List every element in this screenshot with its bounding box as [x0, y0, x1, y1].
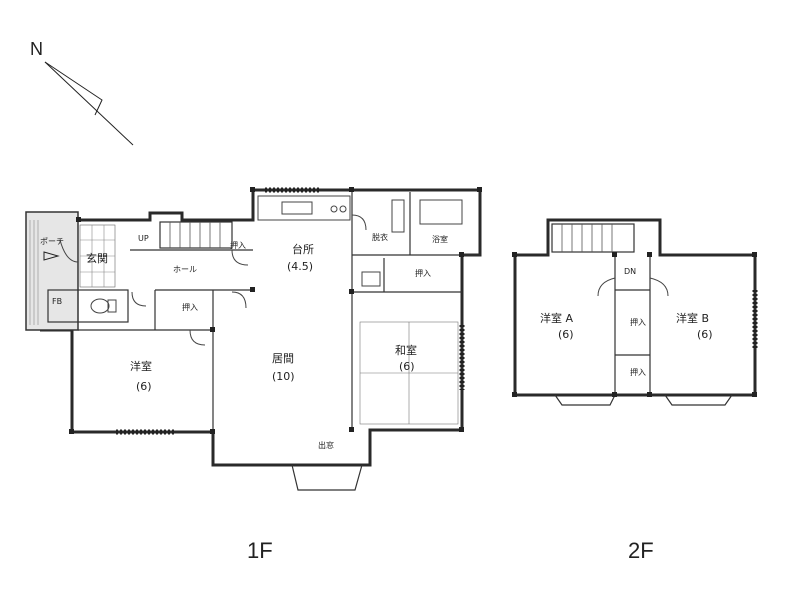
kitchen-sink-icon — [281, 201, 313, 215]
japanese-room-label: 和室 — [395, 343, 417, 357]
western-door-swing — [189, 329, 206, 346]
1f-columns — [69, 187, 482, 434]
2f-outer-wall — [513, 218, 757, 397]
bay-window-1f — [291, 464, 363, 491]
washing-machine-icon — [361, 271, 381, 287]
hall-label: ホール — [173, 265, 197, 274]
room-a-door-swing — [597, 277, 616, 297]
porch-label: ポーチ — [40, 237, 64, 246]
stove-burner-icon — [330, 205, 338, 213]
hall-door-swing — [231, 249, 249, 266]
toilet-fb-label: FB — [52, 297, 62, 306]
bay-window-label: 出窓 — [318, 440, 334, 450]
north-arrow-line — [44, 61, 134, 146]
bath-label: 浴室 — [432, 234, 448, 244]
stair-2f-treads — [561, 224, 613, 252]
2f-columns — [512, 252, 757, 397]
closet-2-label: 押入 — [630, 367, 646, 377]
toilet-tank-icon — [107, 299, 117, 313]
toilet-door-swing — [131, 291, 147, 307]
living-door-swing — [231, 291, 247, 309]
entrance-door-swing — [59, 239, 79, 263]
room-b-door-swing — [649, 277, 669, 297]
stove-burner-icon-2 — [339, 205, 347, 213]
western-room-size: (6) — [136, 380, 152, 393]
room-b-size: (6) — [697, 328, 713, 341]
north-arrow-head — [44, 61, 103, 116]
closet-west-label: 押入 — [182, 302, 198, 312]
japanese-room-size: (6) — [399, 360, 415, 373]
living-size: (10) — [272, 370, 295, 383]
dn-label: DN — [624, 267, 636, 276]
room-a-label: 洋室 A — [540, 311, 573, 325]
dressing-label: 脱衣 — [372, 232, 388, 242]
western-room-label: 洋室 — [130, 359, 152, 373]
room-a-bay-window — [554, 394, 616, 406]
kitchen-counter — [257, 195, 351, 221]
closet-hall-label: 押入 — [230, 240, 246, 250]
entrance-tiles — [80, 225, 115, 287]
washbasin-icon — [391, 199, 405, 233]
kitchen-label: 台所 — [292, 242, 314, 256]
porch-hatch — [29, 220, 39, 325]
floor-label-2f: 2F — [628, 538, 654, 563]
floor-2f: DN 洋室 A (6) 洋室 B (6) 押入 押入 — [512, 218, 758, 406]
room-b-label: 洋室 B — [676, 311, 709, 325]
toilet-room — [47, 289, 129, 323]
up-label: UP — [138, 234, 149, 243]
stair-1f — [159, 221, 233, 249]
stair-1f-treads — [169, 222, 221, 248]
closet-japanese-label: 押入 — [415, 268, 431, 278]
north-arrow: N — [30, 39, 134, 146]
entrance-arrow-icon — [43, 251, 60, 261]
bathtub-icon — [419, 199, 463, 225]
stair-2f — [551, 223, 635, 253]
kitchen-size: (4.5) — [287, 260, 313, 273]
entrance-label: 玄関 — [86, 251, 108, 265]
dressing-door-swing — [351, 214, 367, 231]
room-b-bay-window — [664, 394, 733, 406]
toilet-icon — [90, 298, 110, 314]
closet-1-label: 押入 — [630, 317, 646, 327]
room-a-size: (6) — [558, 328, 574, 341]
floor-1f: ポーチ 玄関 UP ホール 押入 押入 FB 洋室 (6) 台所 (4.5) 居… — [25, 187, 482, 491]
porch-area — [25, 211, 79, 331]
floor-label-1f: 1F — [247, 538, 273, 563]
living-label: 居間 — [272, 352, 294, 365]
north-label: N — [30, 39, 43, 59]
